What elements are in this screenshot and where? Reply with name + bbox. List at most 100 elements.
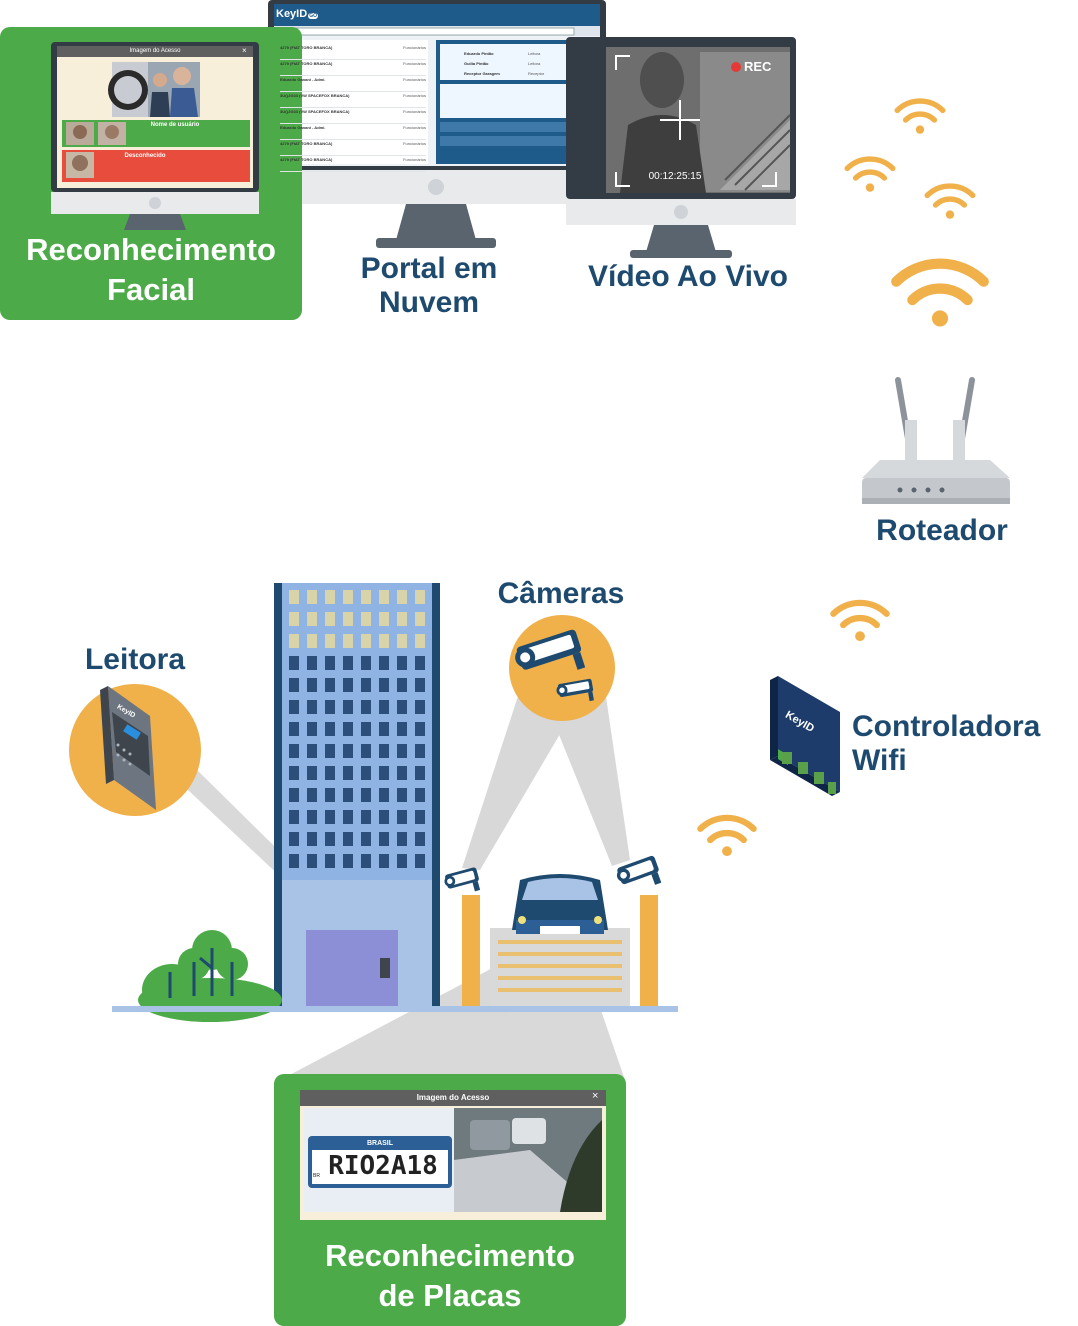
building-window: [415, 766, 425, 780]
portal-event-status: Funcionários: [403, 77, 426, 82]
building-window: [325, 678, 335, 692]
building-window: [361, 634, 371, 648]
building-window: [415, 700, 425, 714]
router-graphic: [862, 377, 1010, 504]
plate-country: BRASIL: [366, 1140, 394, 1147]
portal-event-row[interactable]: 4279 (FIAT TORO BRANCA) Funcionários: [280, 140, 426, 156]
facial-recognition-label: Reconhecimento Facial: [0, 230, 302, 310]
portal-event-title: 3UQ2G33 (VW SPACEFOX BRANCA): [280, 109, 350, 114]
building-window: [343, 810, 353, 824]
building-window: [343, 656, 353, 670]
building-window: [307, 832, 317, 846]
reader-label: Leitora: [84, 643, 186, 676]
building-window: [343, 612, 353, 626]
plate-label-line1: Reconhecimento: [325, 1238, 575, 1273]
building-window: [397, 590, 407, 604]
portal-event-title: 4279 (FIAT TORO BRANCA): [280, 141, 333, 146]
building-window: [397, 788, 407, 802]
building-window: [343, 744, 353, 758]
building-window: [289, 766, 299, 780]
building-window: [289, 722, 299, 736]
building-window: [379, 656, 389, 670]
controller-label-line2: Wifi: [852, 744, 907, 777]
building-graphic: [274, 583, 440, 1011]
building-window: [325, 766, 335, 780]
building-window: [361, 612, 371, 626]
building-window: [289, 788, 299, 802]
portal-event-title: Eduardo Ganani - Admi.: [280, 77, 326, 82]
gate-graphic: [462, 874, 658, 1008]
building-window: [307, 612, 317, 626]
rec-indicator: REC: [744, 59, 772, 74]
building-window: [307, 656, 317, 670]
wifi-icon: [927, 186, 973, 219]
building-window: [343, 722, 353, 736]
building-window: [289, 656, 299, 670]
building-window: [415, 678, 425, 692]
portal-event-row[interactable]: 3UQ2G33 (VW SPACEFOX BRANCA)Funcionários: [280, 108, 426, 124]
cameras-callout: [509, 615, 615, 721]
ground-line: [112, 1006, 678, 1012]
cctv-icon: [442, 866, 482, 899]
building-window: [397, 656, 407, 670]
building-window: [361, 678, 371, 692]
building-window: [343, 634, 353, 648]
building-window: [415, 744, 425, 758]
facial-card-graphics: [0, 27, 302, 320]
building-window: [415, 810, 425, 824]
portal-event-row[interactable]: Eduardo Ganani - Admi. Funcionários: [280, 76, 426, 92]
wifi-icon: [847, 159, 893, 192]
building-window: [361, 810, 371, 824]
building-window: [289, 744, 299, 758]
portal-event-list: 4279 (FIAT TORO BRANCA) Funcionários 4279 …: [280, 44, 426, 172]
wifi-icon: [897, 101, 943, 134]
controller-label-line1: Controladora: [852, 710, 1041, 743]
portal-event-row[interactable]: 4279 (FIAT TORO BRANCA)Funcionários: [280, 156, 426, 172]
building-window: [415, 612, 425, 626]
building-window: [397, 744, 407, 758]
cameras-label: Câmeras: [497, 577, 625, 610]
building-window: [415, 722, 425, 736]
building-window: [307, 722, 317, 736]
building-window: [379, 854, 389, 868]
facial-close-button[interactable]: ×: [242, 46, 247, 55]
portal-device-name: Guilia Pintão: [464, 61, 489, 66]
building-window: [361, 722, 371, 736]
plate-close-button[interactable]: ×: [592, 1090, 599, 1102]
portal-event-status: Funcionários: [403, 61, 426, 66]
portal-event-status: Funcionários: [403, 141, 426, 146]
building-window: [397, 634, 407, 648]
portal-event-row[interactable]: 4279 (FIAT TORO BRANCA)Funcionários: [280, 44, 426, 60]
portal-event-title: 4279 (FIAT TORO BRANCA): [280, 45, 333, 50]
building-window: [397, 722, 407, 736]
facial-window-title: Imagem do Acesso: [129, 48, 181, 54]
building-window: [307, 590, 317, 604]
building-window: [343, 788, 353, 802]
portal-event-status: Funcionários: [403, 157, 426, 162]
building-window: [343, 700, 353, 714]
building-window: [325, 700, 335, 714]
portal-event-title: 3UQ2G33 (VW SPACEFOX BRANCA): [280, 93, 350, 98]
portal-monitor: [268, 0, 606, 248]
building-window: [415, 634, 425, 648]
building-window: [397, 810, 407, 824]
live-video-label: Vídeo Ao Vivo: [587, 260, 789, 293]
plate-recognition-label: Reconhecimento de Placas: [274, 1236, 626, 1316]
building-window: [325, 656, 335, 670]
building-window: [307, 700, 317, 714]
building-window: [307, 634, 317, 648]
building-window: [415, 788, 425, 802]
portal-event-row[interactable]: 3UQ2G33 (VW SPACEFOX BRANCA)Funcionários: [280, 92, 426, 108]
building-window: [397, 766, 407, 780]
video-timestamp: 00:12:25:15: [648, 171, 702, 182]
building-window: [397, 678, 407, 692]
building-window: [379, 678, 389, 692]
building-window: [307, 766, 317, 780]
building-window: [361, 854, 371, 868]
portal-event-row[interactable]: Eduardo Ganani - Admi.Funcionários: [280, 124, 426, 140]
portal-event-row[interactable]: 4279 (FIAT TORO BRANCA)Funcionários: [280, 60, 426, 76]
